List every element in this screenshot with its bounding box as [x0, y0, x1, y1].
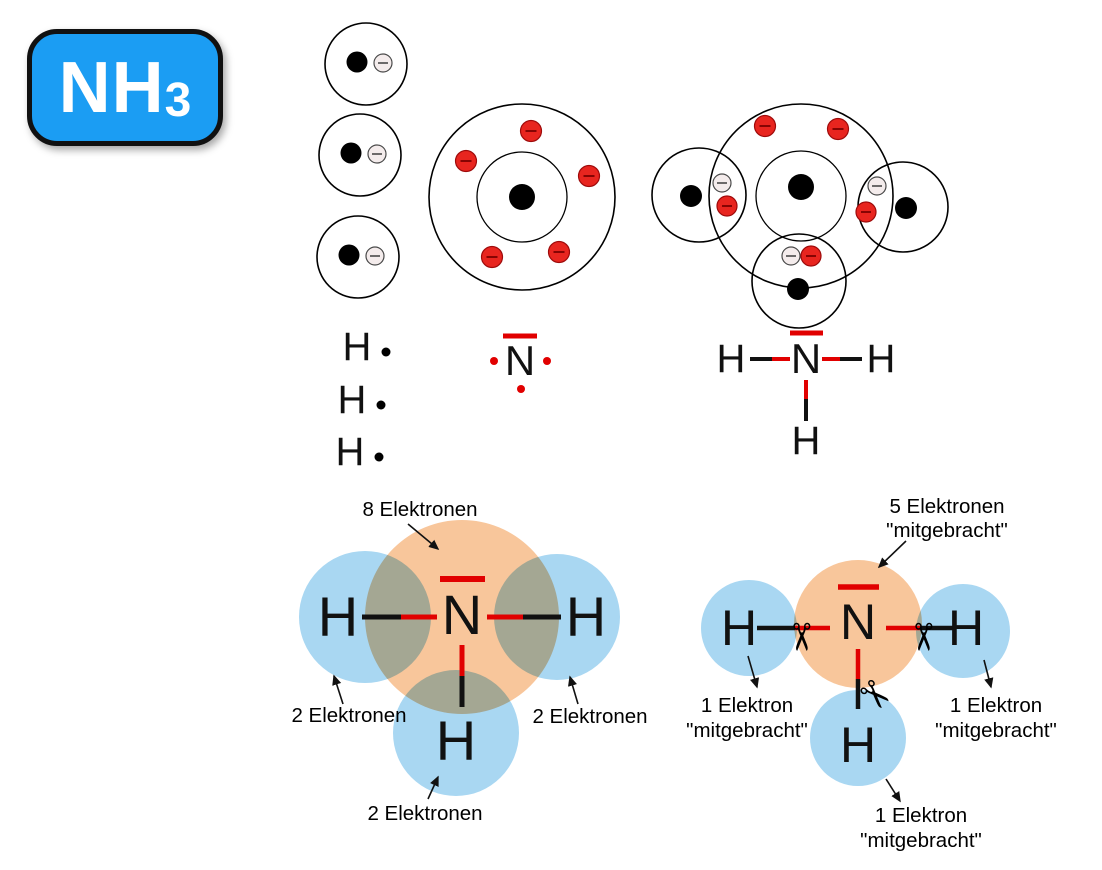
scissors-icon-right-bond: ✂: [901, 621, 943, 653]
scissors-icon-left-bond: ✂: [779, 621, 821, 653]
label-duet-left: 2 Elektronen: [291, 704, 407, 728]
lewis-h3-symbol: H: [335, 430, 365, 474]
label-h-brought-bottom-line2: "mitgebracht": [860, 829, 982, 853]
cloud-h-right: H: [565, 585, 607, 648]
nitrogen-valence-electron-icons: [454, 119, 601, 269]
hydrogen-electron-icons: [365, 53, 393, 266]
split-h-bottom: H: [839, 717, 877, 773]
label-h-brought-left-line1: 1 Elektron: [700, 694, 794, 718]
lewis-nh3-h-left: H: [716, 337, 746, 381]
lewis-nh3-h-bottom: H: [791, 419, 821, 463]
label-n-brought-line1: 5 Elektronen: [889, 495, 1005, 519]
cloud-h-left: H: [317, 585, 359, 648]
label-duet-right: 2 Elektronen: [532, 705, 648, 729]
label-h-brought-bottom-line1: 1 Elektron: [874, 804, 968, 828]
formula-text: NH: [58, 47, 165, 128]
lewis-nh3-n: N: [790, 335, 822, 382]
label-h-brought-right-line1: 1 Elektron: [949, 694, 1043, 718]
split-n: N: [839, 594, 877, 650]
hydrogen-nuclei: [338, 51, 368, 266]
hydrogen-bohr-atoms: [316, 22, 408, 299]
lewis-h1-symbol: H: [342, 325, 372, 369]
split-h-left: H: [720, 600, 758, 656]
lewis-n-electrons: [490, 333, 551, 393]
lewis-h2-symbol: H: [337, 378, 367, 422]
nh3-bohr-model: [651, 103, 949, 329]
formula-subscript: 3: [164, 74, 192, 127]
nh3-shared-cloud-model: [299, 520, 620, 796]
cloud-n: N: [441, 583, 483, 646]
nh3-lone-pair-electron-icons: [753, 114, 850, 141]
nh3-shared-pair-electron-icons: [712, 173, 887, 267]
lewis-h-electron-dots: [374, 347, 391, 462]
nh3-split-cloud-model: [701, 560, 1010, 786]
lewis-nh3-h-right: H: [866, 337, 896, 381]
label-n-brought-line2: "mitgebracht": [886, 519, 1008, 543]
annotation-arrows: [332, 523, 994, 803]
label-octet: 8 Elektronen: [362, 498, 478, 522]
split-h-right: H: [947, 600, 985, 656]
lewis-nh3-bonds: [750, 330, 862, 421]
label-h-brought-left-line2: "mitgebracht": [686, 719, 808, 743]
label-h-brought-right-line2: "mitgebracht": [935, 719, 1057, 743]
lewis-n-symbol: N: [504, 337, 536, 384]
nitrogen-bohr-atom: [428, 103, 616, 291]
label-duet-bottom: 2 Elektronen: [367, 802, 483, 826]
cloud-h-bottom: H: [435, 709, 477, 772]
